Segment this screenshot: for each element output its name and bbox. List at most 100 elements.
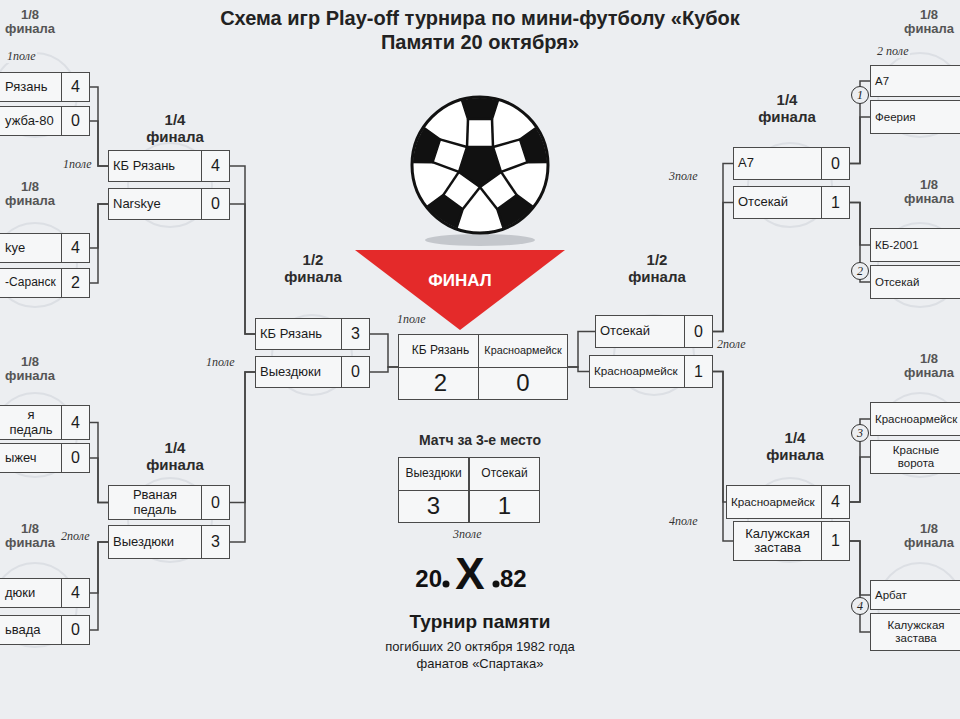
logo-dot — [443, 581, 450, 588]
round-label: 1/8 финала — [902, 8, 956, 37]
name-cell: Выездюки — [399, 458, 468, 490]
team-name: Арбат — [875, 589, 907, 602]
logo-mark: X — [452, 552, 488, 596]
bracket-line — [230, 372, 255, 503]
round-label: 1/8 финала — [3, 522, 57, 551]
team-name: КБ Рязань — [260, 327, 322, 341]
name-cell: kye — [0, 234, 61, 262]
bracket-line — [713, 372, 726, 503]
team-row: ужба-80 0 — [0, 106, 90, 136]
round-label: 1/8 финала — [3, 355, 57, 384]
name-cell: Феерия — [871, 101, 960, 133]
score: 2 — [434, 370, 447, 396]
team-name: Красноармейск — [594, 365, 678, 378]
soccer-ball — [396, 83, 564, 243]
team-row: Отсекай1 — [733, 186, 850, 219]
team-name: Красноармейск — [731, 496, 815, 509]
name-cell: Калужская застава — [871, 614, 960, 650]
score-cell: 4 — [201, 151, 229, 181]
score-column: КБ Рязань 2 — [398, 334, 483, 400]
logo-year: 82 — [500, 566, 542, 592]
name-cell: КБ Рязань — [399, 335, 482, 367]
field-note: 4поле — [668, 515, 699, 528]
round-label: 1/8 финала — [902, 352, 956, 381]
team-name: Выездюки — [260, 365, 321, 379]
score: 3 — [351, 325, 360, 343]
bracket-line — [850, 541, 870, 632]
field-note: 2поле — [60, 530, 91, 543]
team-name: Рваная педаль — [113, 488, 197, 517]
name-cell: Выездюки — [109, 526, 201, 558]
team-box: Феерия — [870, 100, 960, 134]
name-cell: КБ Рязань — [109, 151, 201, 181]
score: 4 — [71, 584, 80, 602]
team-box: А7 — [870, 65, 960, 97]
score: 1 — [831, 532, 840, 550]
field-note: 1поле — [62, 158, 93, 171]
round-label: 1/8 финала — [902, 178, 956, 207]
title: Схема игр Play-off турнира по мини-футбо… — [220, 6, 740, 54]
logo-subtitle: погибших 20 октября 1982 года — [300, 640, 660, 654]
bracket-line — [90, 458, 108, 503]
team-row: Выездюки 3 — [108, 525, 230, 559]
team-row: Отсекай 0 — [595, 315, 713, 348]
field-note: 1поле — [205, 356, 236, 369]
bracket-line — [713, 164, 733, 332]
bracket-line — [230, 166, 255, 334]
team-name: дюки — [5, 586, 35, 600]
score: 4 — [71, 78, 80, 96]
score-cell: 4 — [61, 579, 89, 607]
team-name: -Саранск — [5, 276, 56, 289]
score: 1 — [694, 363, 703, 381]
bracket-line — [90, 204, 108, 283]
logo-year: 20 — [400, 566, 442, 592]
score: 0 — [71, 621, 80, 639]
score: 0 — [71, 449, 80, 467]
round-label: 1/4 финала — [760, 430, 830, 463]
name-cell: А7 — [871, 66, 960, 96]
round-label: 1/8 финала — [3, 180, 57, 209]
name-cell: Красноармейск — [727, 486, 821, 518]
score: 4 — [71, 239, 80, 257]
bracket-line — [230, 204, 255, 334]
name-cell: Красные ворота — [871, 441, 960, 473]
score-cell: 0 — [61, 444, 89, 472]
score-column: Выездюки3 — [398, 457, 469, 523]
score-cell: 0 — [684, 316, 712, 347]
name-cell: -Саранск — [0, 269, 61, 297]
team-name: А7 — [875, 75, 889, 88]
team-box: Красные ворота — [870, 440, 960, 474]
team-box: Красноармейск — [870, 402, 960, 436]
bracket-line — [850, 117, 870, 164]
bracket-line — [90, 423, 108, 503]
team-name: Отсекай — [600, 324, 650, 338]
round-label: 1/4 финала — [140, 112, 210, 145]
team-row: Красноармейск 1 — [589, 355, 713, 388]
score-cell: 0 — [61, 616, 89, 644]
score: 1 — [498, 493, 511, 519]
team-name: ужба-80 — [5, 114, 54, 128]
name-cell: Красноармейск — [479, 335, 567, 367]
match-title: Матч за 3-е место — [380, 433, 580, 448]
bracket-line — [850, 203, 870, 283]
score: 0 — [211, 195, 220, 213]
score-column: Красноармейск 0 — [478, 334, 568, 400]
round-label: 1/4 финала — [140, 440, 210, 473]
score: 3 — [211, 533, 220, 551]
bracket-line — [370, 334, 398, 367]
name-cell: ужба-80 — [0, 107, 61, 135]
name-cell: Арбат — [871, 581, 960, 609]
score-cell: 1 — [470, 490, 539, 522]
score-cell: 0 — [201, 189, 229, 219]
name-cell: ьвада — [0, 616, 61, 644]
bracket-line — [90, 121, 108, 166]
name-cell: я педаль — [0, 406, 61, 439]
score: 0 — [211, 494, 220, 512]
team-name: ФИНАЛ — [428, 272, 491, 291]
score: 0 — [516, 370, 529, 396]
score-cell: 0 — [61, 107, 89, 135]
team-row: КБ Рязань4 — [108, 150, 230, 182]
callout-number: 3 — [851, 424, 869, 442]
name-cell: Красноармейск — [871, 403, 960, 435]
